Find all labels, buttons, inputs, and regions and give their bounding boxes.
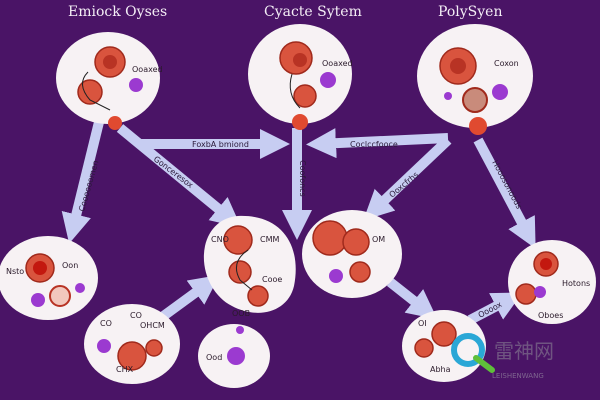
node-mid-center: CNO CMM Cooe OOB	[203, 215, 296, 318]
purple-dot	[534, 286, 546, 298]
purple-dot-small	[444, 92, 452, 100]
label-mid-left-a: Nsto	[6, 267, 24, 276]
label-mid-left-b: Oon	[62, 261, 78, 270]
arrow-label-diag-right: Ooxcfrhs	[388, 170, 421, 199]
node-mid-right: OM	[302, 210, 402, 298]
label-bottom-center: Ood	[206, 353, 222, 362]
arrow-label-diag-center: Coofoncs	[298, 160, 307, 197]
arrow-label-top-left: FoxbA bmiond	[192, 140, 249, 149]
title-left: Emiock Oyses	[68, 4, 168, 20]
connector-line	[82, 71, 111, 111]
label-top-right: Coxon	[494, 59, 519, 68]
arrow-right-down	[473, 137, 536, 249]
purple-dot	[329, 269, 343, 283]
cell-nucleus	[103, 55, 117, 69]
cell-medium	[293, 84, 317, 108]
label-top-left: Ooaxed	[132, 65, 163, 74]
connector-line	[235, 249, 253, 291]
cell-medium	[342, 228, 370, 256]
cell-nucleus	[450, 58, 466, 74]
cell-medium	[462, 87, 488, 113]
cell-medium	[228, 260, 252, 284]
node-top-center: Ooaxed	[248, 24, 353, 130]
cell-small	[247, 285, 269, 307]
label-bottom-left-c: OHCM	[140, 321, 165, 330]
arrow-right-diag	[363, 136, 452, 221]
cell-nucleus	[293, 53, 307, 67]
label-bottom-right-b: Abha	[430, 365, 451, 374]
watermark: 雷神网 LEISHENWANG	[451, 333, 554, 380]
arrow-label-top-right: Coclccfooce	[350, 140, 398, 149]
label-bottom-left-b: CO	[130, 311, 142, 320]
arrow-bottomright-diag	[467, 292, 523, 325]
node-bottom-center: Ood	[198, 324, 270, 388]
label-top-center: Ooaxed	[322, 59, 353, 68]
node-far-right: Hotons Oboes	[508, 240, 596, 324]
arrow-label-diag-left: Gonceresox	[152, 154, 195, 190]
purple-dot	[97, 339, 111, 353]
purple-dot	[129, 78, 143, 92]
node-bottom-right: OI Abha	[402, 310, 486, 382]
cell-small	[469, 117, 487, 135]
node-mid-left: Nsto Oon	[0, 236, 98, 320]
cell-medium	[77, 79, 103, 105]
purple-dot-small	[75, 283, 85, 293]
cell-large	[312, 220, 348, 256]
cell-large	[431, 321, 457, 347]
arrow-midright-down	[386, 278, 438, 320]
cell-large	[117, 341, 147, 371]
arrow-horizontal-right	[306, 128, 449, 159]
cell-large	[223, 225, 253, 255]
label-far-right-a: Hotons	[562, 279, 590, 288]
cell-medium	[515, 283, 537, 305]
label-bottom-right-a: OI	[418, 319, 427, 328]
watermark-cn: 雷神网	[494, 339, 554, 363]
arrow-bottomleft-up	[155, 274, 220, 325]
node-top-left: Ooaxed	[56, 32, 163, 130]
label-mid-center-c: Cooe	[262, 275, 282, 284]
label-far-right-b: Oboes	[538, 311, 563, 320]
watermark-en: LEISHENWANG	[492, 372, 544, 380]
arrows	[61, 116, 536, 325]
watermark-logo-icon	[451, 333, 485, 367]
cell-small	[292, 114, 308, 130]
label-bottom-left-a: CO	[100, 319, 112, 328]
label-mid-center-a: CNO	[211, 235, 229, 244]
arrow-topleft-down	[61, 116, 105, 244]
label-mid-right: OM	[372, 235, 385, 244]
label-mid-center-b: CMM	[260, 235, 279, 244]
node-bottom-left: CO CO OHCM CHX	[84, 304, 180, 384]
cell-small	[108, 116, 122, 130]
arrow-label-bottom-right: Oooox	[477, 300, 504, 320]
cell-ring	[49, 285, 71, 307]
purple-dot-small	[236, 326, 244, 334]
node-top-right: Coxon	[417, 24, 533, 135]
cell-small	[349, 261, 371, 283]
cell-medium	[145, 339, 163, 357]
cell-nucleus	[33, 261, 47, 275]
title-center: Cyacte Sytem	[264, 4, 362, 20]
label-mid-center-d: OOB	[232, 309, 250, 318]
cell-medium	[414, 338, 434, 358]
cell-nucleus	[540, 258, 552, 270]
title-right: PolySyen	[438, 4, 503, 20]
purple-dot	[320, 72, 336, 88]
purple-dot	[227, 347, 245, 365]
label-bottom-left-d: CHX	[116, 365, 134, 374]
connector-line	[289, 73, 301, 109]
purple-dot	[31, 293, 45, 307]
purple-dot	[492, 84, 508, 100]
